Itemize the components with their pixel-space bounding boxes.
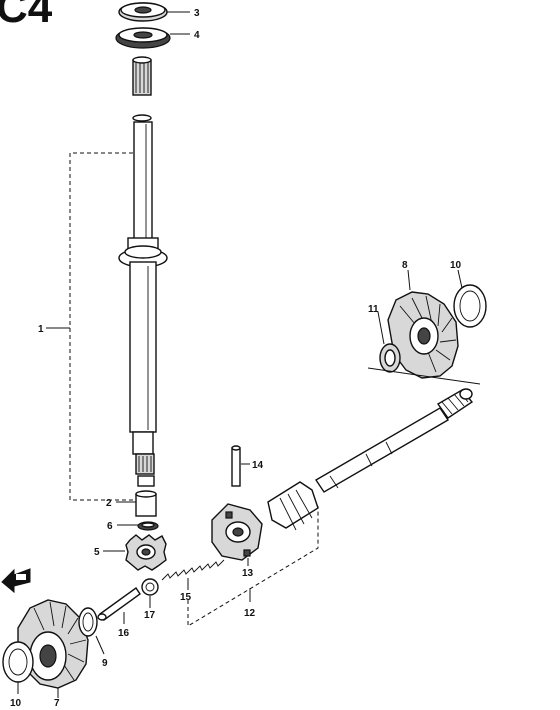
part-4-bearing (115, 27, 171, 49)
callout-1: 1 (38, 324, 44, 335)
callout-8: 8 (402, 260, 408, 271)
callout-10-lower: 10 (10, 698, 22, 709)
callout-6: 6 (107, 521, 113, 532)
part-9-washer (78, 607, 98, 637)
callout-7: 7 (54, 698, 60, 709)
part-1-drive-shaft (118, 56, 168, 487)
callout-16: 16 (118, 628, 130, 639)
part-10-shim-upper (453, 284, 487, 328)
callout-12: 12 (244, 608, 256, 619)
part-15-spring (161, 559, 225, 581)
callout-14: 14 (252, 460, 264, 471)
part-5-pinion-gear (125, 534, 167, 571)
part-7-reverse-gear (17, 599, 89, 689)
callout-10-upper: 10 (450, 260, 462, 271)
part-11-washer (379, 343, 401, 373)
arrow-left-icon (1, 568, 31, 594)
part-12-propeller-shaft (267, 388, 474, 531)
part-6-washer (137, 521, 159, 531)
callout-13: 13 (242, 568, 254, 579)
callout-2: 2 (106, 498, 112, 509)
callout-9: 9 (102, 658, 108, 669)
part-2-sleeve (135, 490, 157, 517)
part-13-clutch-dog (211, 503, 263, 561)
part-17-plunger (141, 578, 159, 596)
part-14-pin (231, 445, 241, 487)
callout-4: 4 (194, 30, 200, 41)
part-8-bevel-gear (387, 291, 459, 379)
callout-15: 15 (180, 592, 192, 603)
part-3-washer (118, 2, 168, 22)
part-10-shim-lower (2, 641, 34, 683)
section-code: C4 (0, 0, 53, 32)
callout-3: 3 (194, 8, 200, 19)
callout-17: 17 (144, 610, 156, 621)
callout-5: 5 (94, 547, 100, 558)
part-16-push-rod (97, 587, 141, 621)
callout-11: 11 (368, 304, 379, 315)
